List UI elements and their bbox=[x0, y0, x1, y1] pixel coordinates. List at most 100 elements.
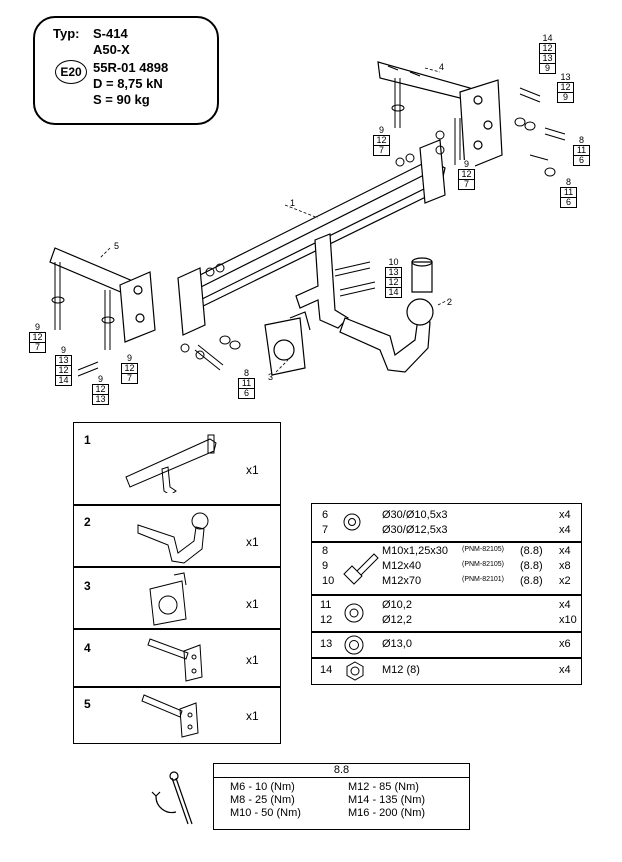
tow-ball-drawing bbox=[339, 257, 434, 373]
hardware-row-spring-washers: 11 12 Ø10,2 Ø12,2 x4 x10 bbox=[311, 594, 582, 633]
assembly-drawing bbox=[49, 61, 566, 377]
item-qty: x6 bbox=[559, 638, 571, 650]
item-qty: x4 bbox=[559, 664, 571, 676]
item-number: 9 bbox=[322, 560, 329, 572]
part-row-1: 1 x1 bbox=[73, 422, 281, 506]
approval-number: 55R-01 4898 bbox=[93, 60, 169, 75]
fasteners-drawing bbox=[51, 78, 566, 377]
item-grade: (8.8) bbox=[520, 560, 543, 572]
e20-mark: E20 bbox=[55, 60, 87, 84]
item-ref: (PNM-82105) bbox=[462, 561, 505, 568]
item-number: 10 bbox=[322, 575, 335, 587]
item-number: 12 bbox=[320, 614, 333, 626]
tow-ball-icon bbox=[137, 512, 209, 564]
bolt-icon bbox=[343, 553, 379, 585]
part-row-2: 2 x1 bbox=[73, 504, 281, 568]
item-desc: M12 (8) bbox=[382, 664, 420, 676]
side-bracket-right-drawing bbox=[377, 61, 503, 171]
torque-wrench-icon bbox=[151, 771, 193, 825]
item-qty: x8 bbox=[559, 560, 571, 572]
callout-part-5: 5 bbox=[114, 241, 120, 251]
part-row-3: 3 x1 bbox=[73, 566, 281, 630]
side-bracket-right-icon bbox=[147, 638, 203, 682]
part-number: 2 bbox=[84, 515, 91, 529]
item-qty: x2 bbox=[559, 575, 571, 587]
socket-plate-drawing bbox=[264, 311, 311, 376]
item-qty: x4 bbox=[559, 599, 571, 611]
callout-part-3: 3 bbox=[268, 372, 274, 382]
item-qty: x4 bbox=[559, 545, 571, 557]
item-desc: Ø10,2 bbox=[382, 599, 412, 611]
item-desc: Ø13,0 bbox=[382, 638, 412, 650]
item-desc: Ø30/Ø10,5x3 bbox=[382, 509, 448, 521]
hardware-row-washer-13: 13 Ø13,0 x6 bbox=[311, 631, 582, 659]
item-qty: x10 bbox=[559, 614, 577, 626]
spec-box: Typ: S-414 A50-X E20 55R-01 4898 D = 8,7… bbox=[33, 16, 219, 125]
item-number: 11 bbox=[320, 599, 332, 611]
item-qty: x4 bbox=[559, 509, 571, 521]
torque-value: M16 - 200 (Nm) bbox=[348, 807, 426, 819]
typ-value: S-414 bbox=[93, 26, 128, 41]
hex-nut-icon bbox=[346, 661, 364, 681]
torque-value: M12 - 85 (Nm) bbox=[348, 781, 419, 793]
part-number: 3 bbox=[84, 579, 91, 593]
model-value: A50-X bbox=[93, 42, 130, 57]
d-value: D = 8,75 kN bbox=[93, 76, 163, 91]
torque-grade: 8.8 bbox=[214, 764, 469, 778]
part-qty: x1 bbox=[246, 653, 259, 667]
crossbar-icon bbox=[125, 434, 217, 493]
hardware-row-bolts: 8 9 10 M10x1,25x30 M12x40 M12x70 (PNM-82… bbox=[311, 541, 582, 596]
side-bracket-left-icon bbox=[141, 694, 199, 738]
crossbar-drawing bbox=[177, 139, 446, 336]
callout-part-1: 1 bbox=[290, 198, 296, 208]
typ-label: Typ: bbox=[53, 26, 80, 41]
part-qty: x1 bbox=[246, 597, 259, 611]
item-grade: (8.8) bbox=[520, 575, 543, 587]
part-number: 4 bbox=[84, 641, 91, 655]
side-bracket-left-drawing bbox=[49, 247, 156, 343]
item-desc: M10x1,25x30 bbox=[382, 545, 449, 557]
item-grade: (8.8) bbox=[520, 545, 543, 557]
torque-value: M10 - 50 (Nm) bbox=[230, 807, 301, 819]
torque-value: M8 - 25 (Nm) bbox=[230, 794, 295, 806]
part-row-5: 5 x1 bbox=[73, 686, 281, 744]
item-ref: (PNM-82101) bbox=[462, 576, 505, 583]
hardware-row-washers-a: 6 7 Ø30/Ø10,5x3 Ø30/Ø12,5x3 x4 x4 bbox=[311, 503, 582, 543]
part-qty: x1 bbox=[246, 463, 259, 477]
callout-part-2: 2 bbox=[447, 297, 453, 307]
spring-washer-icon bbox=[344, 603, 364, 623]
callout-part-4: 4 bbox=[439, 62, 445, 72]
part-qty: x1 bbox=[246, 535, 259, 549]
torque-value: M6 - 10 (Nm) bbox=[230, 781, 295, 793]
item-desc: Ø12,2 bbox=[382, 614, 412, 626]
part-number: 5 bbox=[84, 697, 91, 711]
item-number: 14 bbox=[320, 664, 333, 676]
leader-lines bbox=[99, 67, 449, 373]
item-number: 13 bbox=[320, 638, 333, 650]
item-desc: Ø30/Ø12,5x3 bbox=[382, 524, 448, 536]
torque-table: 8.8 M6 - 10 (Nm) M8 - 25 (Nm) M10 - 50 (… bbox=[213, 763, 470, 830]
s-value: S = 90 kg bbox=[93, 92, 150, 107]
part-qty: x1 bbox=[246, 709, 259, 723]
part-row-4: 4 x1 bbox=[73, 628, 281, 688]
item-ref: (PNM-82105) bbox=[462, 546, 505, 553]
item-desc: M12x70 bbox=[382, 575, 422, 587]
torque-value: M14 - 135 (Nm) bbox=[348, 794, 426, 806]
item-number: 8 bbox=[322, 545, 329, 557]
socket-plate-icon bbox=[149, 572, 187, 626]
item-qty: x4 bbox=[559, 524, 571, 536]
item-number: 7 bbox=[322, 524, 329, 536]
item-number: 6 bbox=[322, 509, 329, 521]
washer-icon bbox=[344, 635, 364, 655]
